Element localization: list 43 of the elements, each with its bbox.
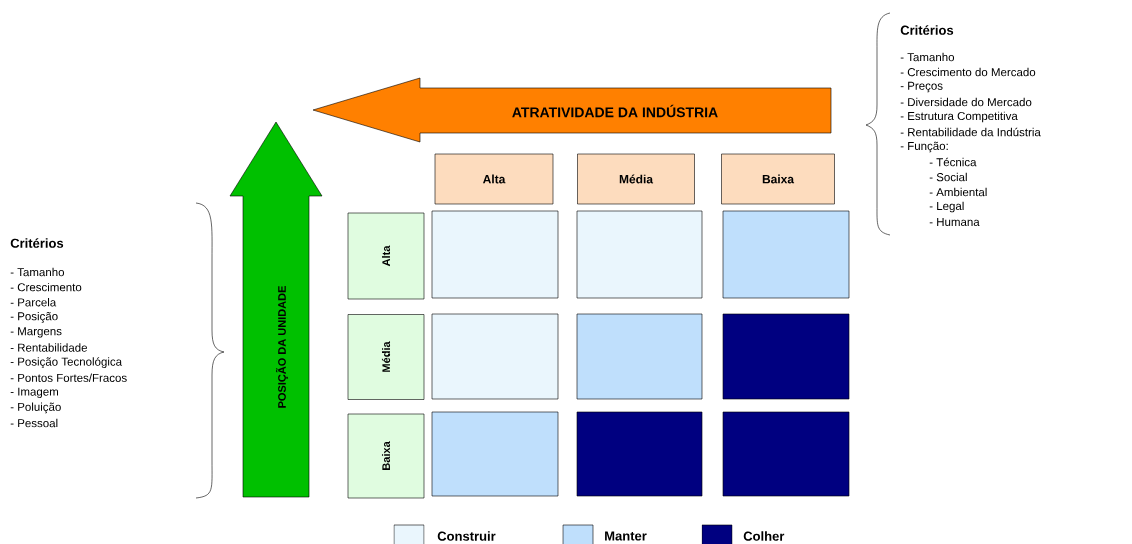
criteria-item: - Pessoal xyxy=(10,418,58,428)
criteria-item: - Crescimento do Mercado xyxy=(900,67,1036,77)
criteria-item: - Posição Tecnológica xyxy=(10,357,123,369)
criteria-item: - Preços xyxy=(900,81,943,93)
criteria-item: - Parcela xyxy=(10,298,57,307)
column-header: Alta xyxy=(434,153,554,205)
criteria-item: - Crescimento xyxy=(10,282,82,292)
criteria-item: - Margens xyxy=(10,327,62,338)
criteria-item: - Humana xyxy=(929,218,980,226)
criteria-item: - Técnica xyxy=(929,157,977,167)
criteria-item: - Rentabilidade xyxy=(10,343,87,352)
row-header: Média xyxy=(347,314,425,400)
matrix-cell xyxy=(722,210,850,299)
criteria-item: - Estrutura Competitiva xyxy=(900,111,1018,123)
matrix-cell xyxy=(722,411,850,497)
row-header: Alta xyxy=(347,212,425,300)
column-header: Baixa xyxy=(721,153,835,205)
matrix-cell xyxy=(431,210,559,299)
legend-label: Colher xyxy=(743,531,785,541)
criteria-item: - Legal xyxy=(929,201,964,213)
legend-label: Manter xyxy=(605,531,647,541)
matrix-cell xyxy=(576,411,703,497)
criteria-item: - Diversidade do Mercado xyxy=(900,97,1032,107)
matrix-cell xyxy=(431,313,559,400)
criteria-item: - Imagem xyxy=(10,387,58,398)
criteria-heading: Critérios xyxy=(900,25,954,35)
criteria-item: - Tamanho xyxy=(900,52,955,62)
matrix-cell xyxy=(576,210,703,299)
criteria-item: - Rentabilidade da Indústria xyxy=(900,127,1041,137)
matrix-cell xyxy=(722,313,850,400)
criteria-item: - Social xyxy=(929,172,967,182)
criteria-item: - Ambiental xyxy=(929,187,987,197)
criteria-item: - Posição xyxy=(10,311,58,323)
row-header: Baixa xyxy=(347,413,425,499)
criteria-item: - Pontos Fortes/Fracos xyxy=(10,373,127,382)
matrix-cell xyxy=(431,411,559,497)
criteria-heading: Critérios xyxy=(10,238,64,248)
legend-label: Construir xyxy=(437,531,496,541)
criteria-item: - Poluição xyxy=(10,402,61,414)
matrix-cell xyxy=(576,313,703,400)
criteria-item: - Tamanho xyxy=(10,267,65,277)
column-header: Média xyxy=(577,153,695,205)
criteria-item: - Função: xyxy=(900,141,948,153)
